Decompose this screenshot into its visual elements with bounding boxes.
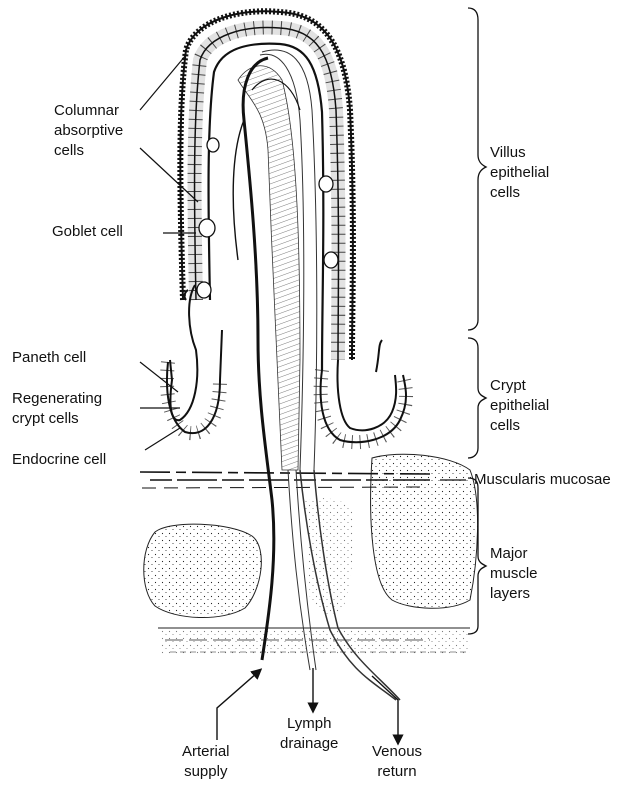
label-muscularis-mucosae: Muscularis mucosae [474, 470, 611, 490]
major-muscle-layers [144, 454, 478, 654]
lacteal [238, 66, 300, 470]
label-crypt-epithelial-cells: Crypt epithelial cells [490, 376, 549, 436]
label-venous-return: Venous return [372, 742, 422, 782]
label-regenerating-crypt-cells: Regenerating crypt cells [12, 389, 102, 429]
label-arterial-supply: Arterial supply [182, 742, 230, 782]
label-endocrine-cell: Endocrine cell [12, 450, 106, 470]
label-lymph-drainage: Lymph drainage [280, 714, 338, 754]
label-major-muscle-layers: Major muscle layers [490, 544, 538, 604]
label-columnar-absorptive-cells: Columnar absorptive cells [54, 101, 123, 161]
label-villus-epithelial-cells: Villus epithelial cells [490, 143, 549, 203]
label-paneth-cell: Paneth cell [12, 348, 86, 368]
label-goblet-cell: Goblet cell [52, 222, 123, 242]
